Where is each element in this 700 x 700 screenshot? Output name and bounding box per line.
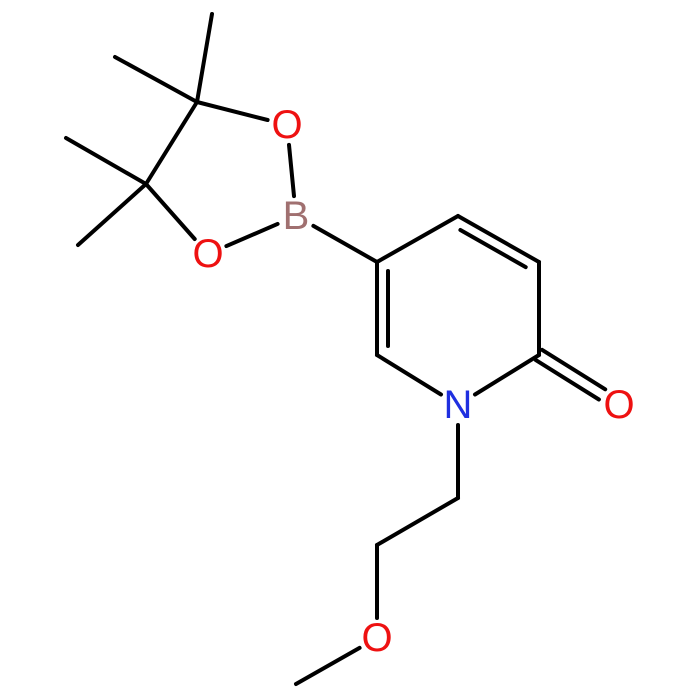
bond-single (195, 100, 270, 122)
bond-single (76, 182, 148, 247)
bond-single (64, 136, 148, 186)
bond-single (375, 353, 443, 397)
atom-label-b: B (283, 194, 310, 238)
bonds-layer (64, 12, 608, 686)
atom-labels-layer: N O B O O O (192, 103, 634, 660)
atom-label-o: O (361, 616, 392, 660)
bond-single (375, 496, 460, 547)
bond-single (294, 645, 362, 686)
bond-single (144, 100, 199, 186)
bond-single (311, 223, 379, 264)
bond-single (287, 142, 296, 199)
atom-label-o: O (271, 103, 302, 147)
atom-label-o: O (192, 232, 223, 276)
bond-single (195, 12, 214, 104)
bond-double-inner (458, 228, 528, 270)
bond-single (224, 221, 280, 249)
bond-single (473, 353, 541, 397)
bond-double-outer (456, 214, 541, 264)
bond-double-line-a (533, 358, 601, 402)
atom-label-n: N (444, 383, 473, 427)
bond-single (144, 182, 197, 241)
bond-double-line-b (540, 347, 608, 392)
bond-single (375, 214, 460, 264)
bond-single (113, 55, 199, 104)
atom-label-o: O (603, 383, 634, 427)
